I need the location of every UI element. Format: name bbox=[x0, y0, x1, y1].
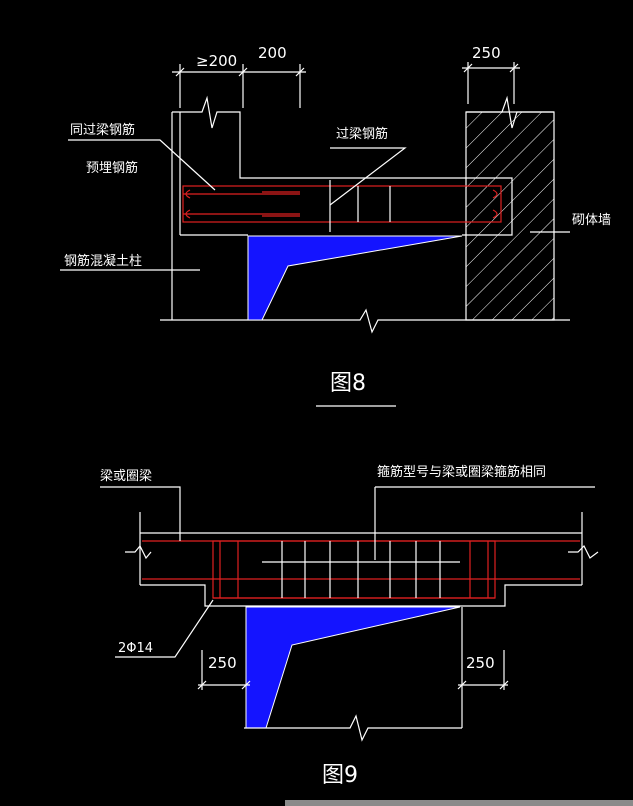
label-embedded-rebar: 预埋钢筋 bbox=[86, 160, 138, 176]
dim-250-left-text: 250 bbox=[208, 654, 237, 672]
rebar-hook bbox=[185, 189, 191, 219]
dim-tick bbox=[463, 63, 473, 73]
dim-tick bbox=[295, 67, 305, 77]
dim-tick bbox=[509, 63, 519, 73]
label-2phi14: 2Φ14 bbox=[118, 641, 153, 656]
label-lintel-rebar: 过梁钢筋 bbox=[336, 126, 388, 142]
dim-tick bbox=[175, 67, 185, 77]
leader-beam bbox=[100, 486, 181, 541]
dim-ge200-text: ≥200 bbox=[196, 52, 237, 70]
dim-tick bbox=[499, 680, 509, 690]
figure-9: 250 250 梁或圈梁 箍筋型号与梁或圈梁箍筋相同 2Φ14 图9 bbox=[100, 464, 599, 788]
break-symbol-left bbox=[125, 544, 152, 560]
label-stirrup: 箍筋型号与梁或圈梁箍筋相同 bbox=[377, 464, 546, 480]
label-same-rebar: 同过梁钢筋 bbox=[70, 122, 135, 138]
dim-tick bbox=[238, 67, 248, 77]
label-masonry-wall: 砌体墙 bbox=[572, 213, 611, 228]
leader-same-rebar bbox=[68, 139, 216, 191]
stirrup-cage bbox=[212, 540, 496, 599]
wall-break-symbol bbox=[466, 95, 554, 129]
concrete-fill bbox=[247, 235, 463, 321]
dim-250-right-text: 250 bbox=[466, 654, 495, 672]
concrete-fill-9 bbox=[245, 606, 461, 729]
label-beam: 梁或圈梁 bbox=[100, 469, 152, 484]
dim-250-text: 250 bbox=[472, 44, 501, 62]
figure-8: ≥200 200 250 bbox=[60, 44, 611, 407]
rebar-hook bbox=[492, 189, 498, 219]
beam-bottom-outline bbox=[140, 584, 582, 607]
dim-tick bbox=[241, 680, 251, 690]
caption-figure-8: 图8 bbox=[330, 371, 366, 396]
lintel-rebar-cage bbox=[182, 185, 502, 223]
dim-tick bbox=[457, 680, 467, 690]
ground-line bbox=[160, 308, 570, 334]
horizontal-scrollbar[interactable] bbox=[285, 800, 633, 806]
dim-200-text: 200 bbox=[258, 44, 287, 62]
leader-2phi14 bbox=[115, 599, 214, 658]
label-rc-column: 钢筋混凝土柱 bbox=[64, 253, 142, 269]
masonry-wall bbox=[465, 111, 555, 321]
leader-lintel-rebar bbox=[329, 147, 407, 206]
ground-line-9 bbox=[244, 714, 462, 742]
dim-tick bbox=[197, 680, 207, 690]
break-symbol-right bbox=[568, 544, 599, 559]
caption-figure-9: 图9 bbox=[322, 763, 358, 788]
